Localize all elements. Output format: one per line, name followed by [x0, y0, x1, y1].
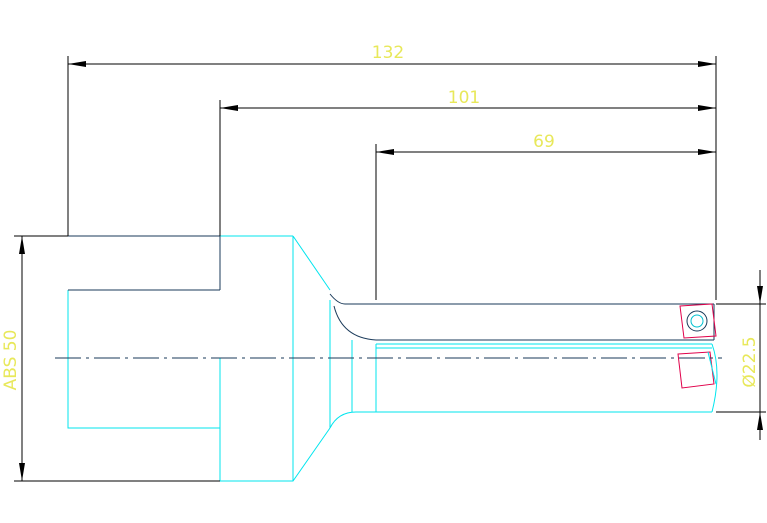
insert-screw-inner	[690, 314, 704, 328]
arrow-50-bottom	[19, 463, 25, 481]
insert-screw-outer	[686, 310, 708, 332]
flute-inner-curve	[333, 305, 377, 341]
shank-lower-outline	[67, 290, 220, 429]
cutting-insert	[677, 303, 717, 389]
dim-text-132: 132	[372, 43, 404, 63]
arrow-132-left	[68, 61, 86, 67]
arrow-69-left	[376, 149, 394, 155]
dim-text-abs50: ABS 50	[1, 330, 21, 391]
arrow-22-bottom	[757, 412, 763, 430]
insert-upper	[679, 303, 717, 339]
insert-lower	[677, 351, 715, 389]
dim-text-101: 101	[448, 88, 480, 108]
neck-fillet-lower	[329, 411, 357, 429]
arrow-132-right	[698, 61, 716, 67]
dimension-lines	[14, 56, 766, 482]
body-taper-upper	[292, 235, 331, 291]
dim-text-69: 69	[533, 132, 555, 152]
arrow-69-right	[698, 149, 716, 155]
dim-text-dia22: Ø22.5	[740, 336, 760, 387]
insert-lower-cyan	[707, 351, 717, 385]
dimension-arrows	[19, 61, 763, 481]
body-lower-outline	[219, 358, 331, 482]
tool-outline-dark	[68, 235, 715, 341]
tip-cyan-curve	[711, 343, 718, 413]
neck-fillet-upper	[329, 293, 346, 305]
arrow-22-top	[757, 286, 763, 304]
arrow-50-top	[19, 236, 25, 254]
arrow-101-left	[220, 105, 238, 111]
arrow-101-right	[698, 105, 716, 111]
